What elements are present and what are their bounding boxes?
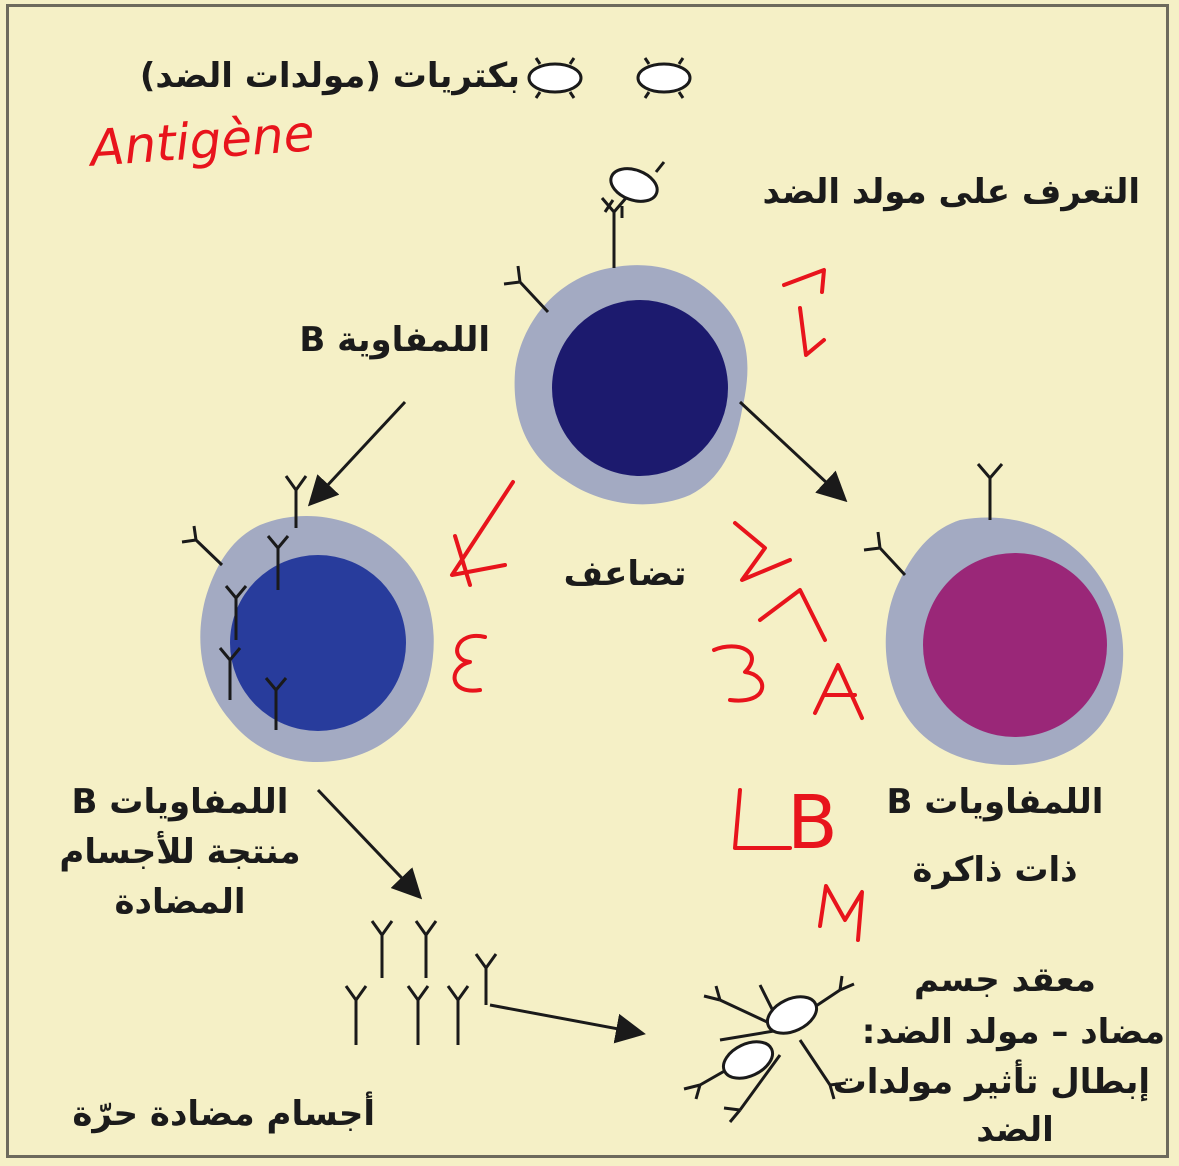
annotation-l-letter — [735, 790, 790, 848]
annotation-b-letter: B — [787, 780, 838, 866]
complex-label-line2: مضاد – مولد الضد: — [835, 1010, 1165, 1054]
arrow-to-antibodies — [318, 790, 418, 895]
complex-label-line1: معقد جسم — [880, 958, 1130, 1002]
plasma-label-line1: اللمفاويات B — [30, 780, 330, 824]
proliferation-label: تضاعف — [540, 552, 710, 596]
free-antibodies-label: أجسام مضادة حرّة — [25, 1092, 375, 1136]
recognition-label: التعرف على مولد الضد — [700, 170, 1140, 214]
annotation-arrow-left — [452, 482, 513, 585]
b-lymphocyte-cell — [504, 198, 747, 504]
annotation-scribble-mid — [735, 523, 825, 640]
annotation-scribble-top — [784, 270, 824, 355]
bacteria-icon — [529, 58, 690, 98]
arrow-to-plasma-cell — [312, 402, 405, 502]
complex-label-line4: الضد — [940, 1108, 1090, 1152]
complex-label-line3: إبطال تأثير مولدات — [840, 1060, 1150, 1104]
annotation-scribble-left — [455, 636, 485, 691]
antigen-antibody-complex-icon — [684, 976, 854, 1122]
plasma-cell — [182, 476, 434, 762]
free-antibodies-icon — [346, 921, 496, 1045]
arrow-to-memory-cell — [740, 402, 843, 498]
memory-label-line1: اللمفاويات B — [860, 780, 1130, 824]
arrow-to-complex — [490, 1005, 640, 1033]
memory-b-cell — [864, 464, 1123, 765]
annotation-three — [714, 646, 762, 700]
annotation-m-letter — [820, 886, 862, 940]
plasma-label-line3: المضادة — [30, 880, 330, 924]
plasma-label-line2: منتجة للأجسام — [30, 830, 330, 874]
bacteria-label: بكتريات (مولدات الضد) — [40, 54, 520, 98]
memory-label-line2: ذات ذاكرة — [860, 848, 1130, 892]
annotation-a-letter — [815, 665, 862, 718]
b-lymphocyte-label: اللمفاوية B — [250, 318, 490, 362]
